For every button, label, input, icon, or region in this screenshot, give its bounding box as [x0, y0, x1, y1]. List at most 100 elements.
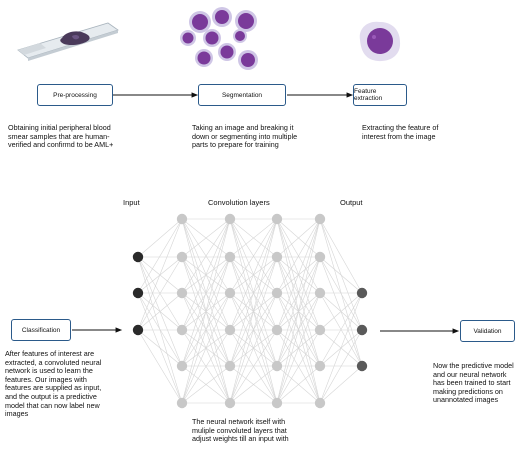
hidden-4-node	[314, 287, 326, 299]
input-node	[132, 251, 144, 263]
network-edge	[229, 218, 278, 258]
network-edge	[137, 218, 183, 294]
network-edge	[181, 218, 231, 404]
input-node	[132, 287, 144, 299]
network-edge	[137, 218, 183, 258]
feature-extraction-label: Feature extraction	[354, 88, 383, 102]
network-edge	[229, 218, 278, 331]
validation-description: Now the predictive model and our neural …	[433, 361, 514, 405]
network-edge	[276, 218, 321, 404]
network-edge	[319, 256, 363, 294]
network-edge	[181, 218, 231, 367]
network-edge	[137, 292, 183, 331]
preprocessing-description: Obtaining initial peripheral blood smear…	[8, 123, 114, 150]
hidden-1-node	[176, 324, 188, 336]
output-node	[356, 287, 368, 299]
hidden-2-node	[224, 397, 236, 409]
output-heading: Output	[340, 198, 363, 207]
hidden-1-node	[176, 360, 188, 372]
classification-box[interactable]: Classification	[11, 319, 71, 341]
network-edge	[276, 218, 321, 294]
validation-box[interactable]: Validation	[460, 320, 515, 342]
network-edge	[181, 365, 231, 404]
network-edge	[181, 218, 231, 258]
network-edge	[229, 256, 278, 331]
network-edge	[229, 218, 278, 367]
single-cell-icon	[359, 21, 401, 62]
hidden-1-node	[176, 213, 188, 225]
network-edge	[137, 256, 183, 331]
network-edge	[181, 218, 231, 331]
blood-cells-icon	[180, 7, 258, 70]
hidden-2-node	[224, 287, 236, 299]
validation-label: Validation	[473, 327, 502, 335]
output-node	[356, 324, 368, 336]
network-edge	[181, 292, 231, 404]
segmentation-box[interactable]: Segmentation	[198, 84, 286, 106]
network-edge	[276, 218, 321, 331]
network-edge	[319, 218, 363, 294]
output-node	[356, 360, 368, 372]
classification-label: Classification	[21, 326, 61, 334]
hidden-1-node	[176, 251, 188, 263]
hidden-2-node	[224, 360, 236, 372]
network-edge	[229, 256, 278, 404]
network-edge	[229, 292, 278, 404]
network-edge	[137, 292, 183, 367]
network-edge	[319, 256, 363, 331]
network-edge	[319, 218, 363, 331]
input-heading: Input	[123, 198, 140, 207]
hidden-2-node	[224, 251, 236, 263]
network-edge	[276, 292, 321, 404]
network-edge	[229, 365, 278, 404]
preprocessing-label: Pre-processing	[53, 91, 97, 99]
network-edge	[181, 329, 231, 404]
network-edge	[229, 329, 278, 404]
hidden-2-node	[224, 324, 236, 336]
preprocessing-box[interactable]: Pre-processing	[37, 84, 113, 106]
convolution-heading: Convolution layers	[208, 198, 270, 207]
network-edge	[229, 218, 278, 294]
hidden-4-node	[314, 324, 326, 336]
hidden-3-node	[271, 287, 283, 299]
hidden-4-node	[314, 213, 326, 225]
hidden-1-node	[176, 287, 188, 299]
hidden-4-node	[314, 360, 326, 372]
network-edge	[276, 218, 321, 258]
network-edge	[276, 218, 321, 367]
network-edge	[181, 256, 231, 404]
network-description: The neural network itself with muliple c…	[192, 417, 289, 444]
hidden-3-node	[271, 397, 283, 409]
network-edge	[319, 292, 363, 331]
hidden-4-node	[314, 397, 326, 409]
input-node	[132, 324, 144, 336]
feature-extraction-description: Extracting the feature of interest from …	[362, 123, 439, 141]
network-edge	[319, 292, 363, 367]
feature-extraction-box[interactable]: Feature extraction	[353, 84, 407, 106]
hidden-3-node	[271, 213, 283, 225]
network-edge	[137, 218, 183, 331]
segmentation-description: Taking an image and breaking it down or …	[192, 123, 298, 150]
network-edge	[276, 329, 321, 404]
hidden-3-node	[271, 251, 283, 263]
network-edge	[319, 329, 363, 404]
hidden-3-node	[271, 360, 283, 372]
network-edge	[276, 365, 321, 404]
network-nodes	[132, 213, 368, 409]
network-edge	[276, 256, 321, 404]
classification-description: After features of interest are extracted…	[5, 349, 102, 419]
network-edge	[319, 292, 363, 404]
hidden-4-node	[314, 251, 326, 263]
network-edge	[137, 329, 183, 404]
segmentation-label: Segmentation	[221, 91, 263, 99]
network-edge	[181, 256, 231, 331]
pipeline-arrows	[72, 92, 460, 334]
hidden-1-node	[176, 397, 188, 409]
network-edge	[181, 218, 231, 294]
network-edges	[137, 218, 363, 404]
hidden-3-node	[271, 324, 283, 336]
network-edge	[319, 218, 363, 367]
microscope-slide-icon	[17, 22, 119, 61]
network-edge	[229, 218, 278, 404]
